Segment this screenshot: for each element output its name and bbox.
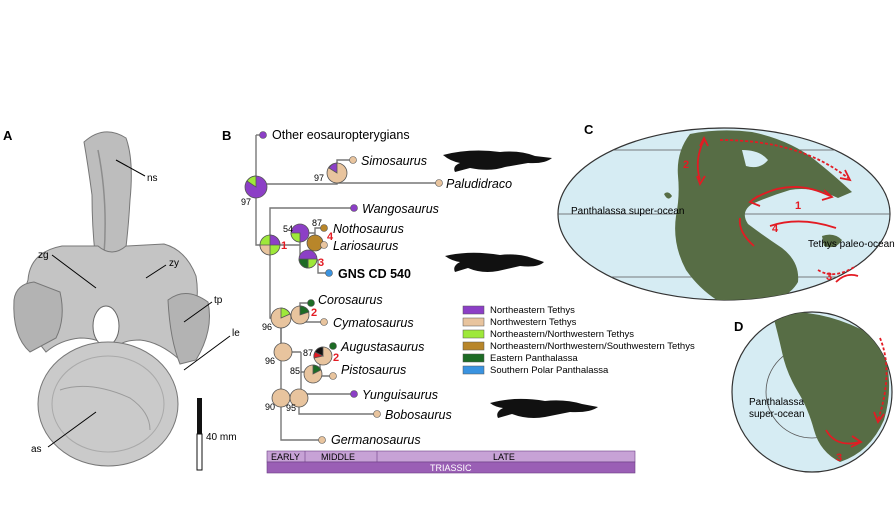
label-le: le [232,328,240,339]
silhouette-pistosaur [490,398,598,418]
support-97b: 97 [314,173,324,183]
legend-label-4: Eastern Panthalassa [490,353,578,364]
legend-swatch-4 [462,353,485,363]
legend: Northeastern Tethys Northwestern Tethys … [462,305,695,376]
panel-a-leaders [47,159,231,448]
taxon-paludidraco: Paludidraco [446,177,512,191]
taxon-gns-cd-540: GNS CD 540 [338,267,411,281]
vertebra-illustration [13,131,210,467]
event-2a-label: 2 [311,307,317,319]
map-d-event-3: 3 [836,452,842,464]
map-c-event-4: 4 [772,223,779,235]
support-96b: 96 [265,356,275,366]
dispersal-arrows-c [696,135,859,283]
label-zg: zg [38,250,49,261]
taxon-pistosaurus: Pistosaurus [341,363,406,377]
label-as: as [31,444,42,455]
scale-bar [196,398,203,471]
timescale [266,450,636,474]
taxon-bobosaurus: Bobosaurus [385,408,452,422]
ancestral-state-nodes [244,162,348,408]
panel-label-c: C [584,122,594,137]
taxon-cymatosaurus: Cymatosaurus [333,316,414,330]
support-96a: 96 [262,322,272,332]
event-3-label: 3 [318,257,324,269]
support-85: 85 [290,366,300,376]
support-90: 90 [265,402,275,412]
label-panthalassa-d-1: Panthalassa [749,397,804,408]
silhouette-nothosaur [445,252,544,272]
taxon-nothosaurus: Nothosaurus [333,222,404,236]
timescale-early: EARLY [271,452,300,462]
event-1-label: 1 [281,240,287,252]
taxon-simosaurus: Simosaurus [361,154,427,168]
timescale-period: TRIASSIC [430,463,472,473]
taxon-corosaurus: Corosaurus [318,293,383,307]
world-map [557,127,891,301]
tip-markers [259,131,443,444]
legend-label-0: Northeastern Tethys [490,305,575,316]
panel-label-a: A [3,128,13,143]
support-87a: 87 [312,218,322,228]
legend-swatch-2 [462,329,485,339]
panel-label-b: B [222,128,231,143]
support-87b: 87 [303,348,313,358]
label-tp: tp [214,295,223,306]
support-95: 95 [286,403,296,413]
polar-map [731,311,893,473]
taxon-augustasaurus: Augustasaurus [340,340,424,354]
event-4-label: 4 [327,231,334,243]
legend-label-2: Northeastern/Northwestern Tethys [490,329,634,340]
event-2b-label: 2 [333,352,339,364]
support-97a: 97 [241,197,251,207]
dispersal-arrows-d [825,337,888,448]
legend-label-3: Northeastern/Northwestern/Southwestern T… [490,341,695,352]
taxon-yunguisaurus: Yunguisaurus [362,388,438,402]
timescale-late: LATE [493,452,515,462]
legend-swatch-3 [462,341,485,351]
support-54: 54 [283,224,293,234]
legend-swatch-0 [462,305,485,315]
legend-label-5: Southern Polar Panthalassa [490,365,609,376]
map-c-event-2: 2 [683,159,689,171]
label-zy: zy [169,258,179,269]
map-c-event-3: 3 [826,271,832,283]
taxon-lariosaurus: Lariosaurus [333,239,398,253]
timescale-middle: MIDDLE [321,452,355,462]
label-panthalassa-d-2: super-ocean [749,409,805,420]
label-tethys: Tethys paleo-ocean [808,239,895,250]
map-c-event-1: 1 [795,200,801,212]
panel-label-d: D [734,319,743,334]
silhouette-simosaurus [443,150,552,172]
label-panthalassa-c: Panthalassa super-ocean [571,206,684,217]
label-ns: ns [147,173,158,184]
legend-swatch-1 [462,317,485,327]
legend-label-1: Northwestern Tethys [490,317,577,328]
legend-swatch-5 [462,365,485,375]
scale-bar-label: 40 mm [206,432,237,443]
taxon-wangosaurus: Wangosaurus [362,202,439,216]
taxon-germanosaurus: Germanosaurus [331,433,421,447]
taxon-other: Other eosauropterygians [272,128,410,142]
